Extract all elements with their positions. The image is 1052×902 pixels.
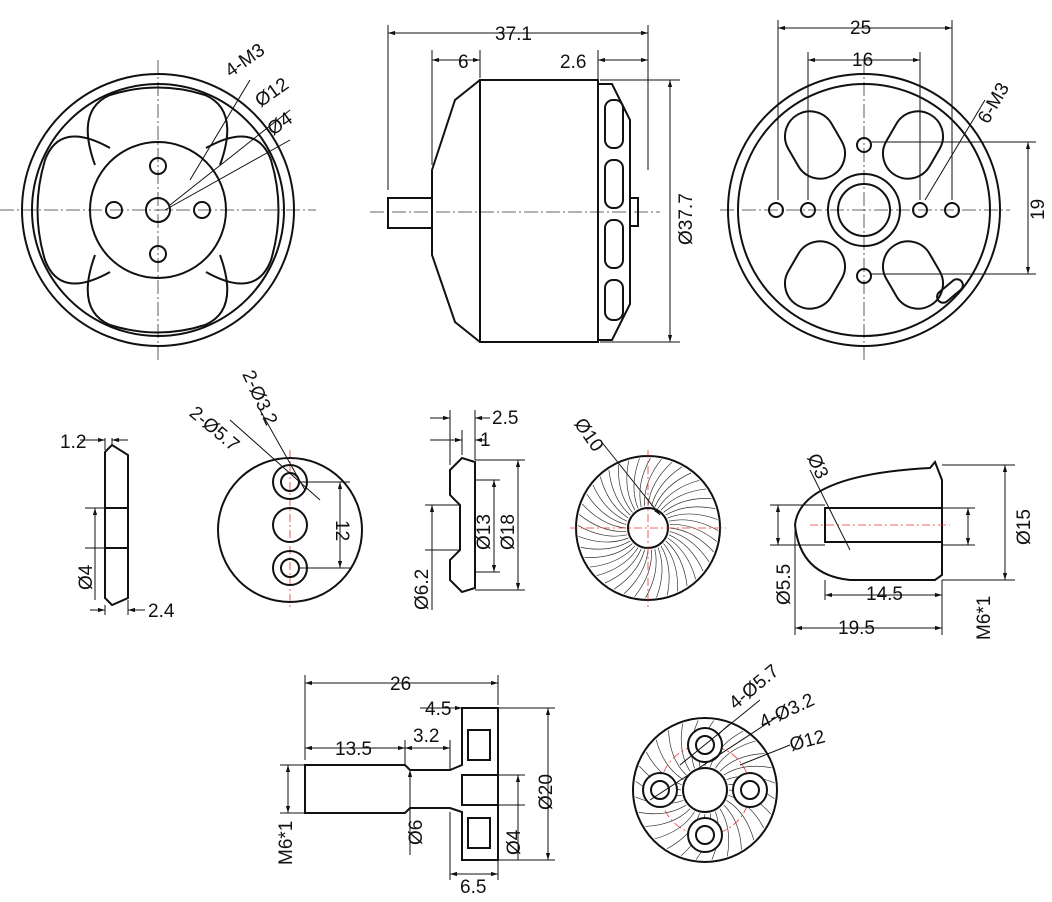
label-26: 26 (390, 674, 411, 695)
label-2-d3-2: 2-Ø3.2 (237, 367, 281, 429)
label-4-5: 4.5 (425, 699, 451, 720)
front-view: 4-M3 Ø12 Ø4 (0, 40, 316, 362)
knurl-line (584, 543, 633, 558)
knurl-line (719, 808, 730, 857)
knurl-line (668, 730, 687, 776)
label-d15: Ø15 (1014, 509, 1035, 545)
knurl-line (647, 461, 673, 507)
washer-section: 1.2 Ø4 2.4 (60, 432, 175, 622)
label-4-d3-2: 4-Ø3.2 (756, 690, 818, 734)
knurl-line (651, 466, 683, 507)
knurl-line (715, 740, 756, 769)
knurl-line (667, 513, 718, 520)
label-d5-5: Ø5.5 (774, 564, 795, 605)
knurl-line (723, 765, 772, 776)
label-2-d5-7: 2-Ø5.7 (185, 403, 243, 456)
label-19: 19 (1028, 199, 1049, 220)
label-d12-prop: Ø12 (787, 726, 827, 756)
knurl-line (726, 800, 755, 841)
collet-section: 2.5 1 Ø13 Ø18 Ø6.2 (412, 408, 525, 610)
knurl-line (604, 548, 642, 584)
label-d13: Ø13 (474, 514, 495, 550)
knurl-line (654, 472, 692, 508)
label-6: 6 (458, 52, 469, 73)
label-d3: Ø3 (802, 450, 832, 482)
knurl-line (668, 534, 704, 572)
knurl-line (613, 549, 645, 590)
knurl-line (663, 543, 678, 592)
knurl-line (669, 527, 715, 553)
knurl-line (578, 536, 629, 543)
knurl-line (618, 464, 633, 513)
knurl-line (608, 469, 631, 516)
knurl-line (645, 548, 657, 599)
label-d20: Ø20 (536, 774, 557, 810)
label-d4: Ø4 (264, 108, 297, 140)
label-3-2: 3.2 (413, 726, 439, 747)
label-d4-washer: Ø4 (76, 564, 97, 590)
knurl-line (657, 479, 700, 509)
knurl-line (586, 493, 627, 525)
knurl-line (669, 531, 710, 563)
label-16: 16 (852, 50, 873, 71)
knurl-line (654, 811, 695, 840)
knurl-line (663, 498, 712, 513)
disc-view: Ø10 (569, 414, 726, 610)
label-d6: Ø6 (406, 820, 427, 845)
label-2-5: 2.5 (492, 408, 518, 429)
knurl-line (656, 547, 663, 598)
plate-view: 2-Ø5.7 2-Ø3.2 12 (185, 367, 363, 610)
label-6-5: 6.5 (460, 877, 486, 898)
spinner-section: Ø3 Ø15 Ø5.5 14.5 19.5 M6*1 (770, 450, 1035, 640)
knurl-line (719, 753, 765, 772)
knurl-line (668, 519, 719, 531)
knurl-line (723, 804, 742, 850)
label-m6-thread-adapter: M6*1 (276, 821, 297, 865)
label-1-2: 1.2 (60, 432, 86, 453)
knurl-line (580, 540, 631, 550)
knurl-line (589, 545, 636, 568)
knurl-line (655, 739, 684, 780)
label-2-6: 2.6 (560, 52, 586, 73)
label-4-m3: 4-M3 (221, 40, 269, 82)
label-d37-7: Ø37.7 (676, 193, 697, 245)
rear-view: 25 16 6-M3 19 (720, 18, 1049, 362)
label-m6-thread-spinner: M6*1 (974, 596, 995, 640)
label-6-m3: 6-M3 (974, 79, 1014, 127)
knurl-line (665, 506, 716, 516)
label-d10: Ø10 (569, 414, 607, 455)
prop-adapter-view: 4-Ø5.7 4-Ø3.2 Ø12 (632, 661, 827, 863)
label-d6-2: Ø6.2 (412, 569, 433, 610)
label-25: 25 (850, 18, 871, 39)
label-d4-adapter: Ø4 (504, 829, 525, 855)
label-14-5: 14.5 (866, 584, 903, 605)
label-37-1: 37.1 (495, 24, 532, 45)
knurl-line (660, 545, 670, 596)
label-13-5: 13.5 (335, 739, 372, 760)
label-2-4: 2.4 (148, 601, 175, 622)
knurl-line (626, 460, 636, 511)
label-d12: Ø12 (251, 74, 292, 112)
knurl-line (581, 503, 627, 529)
knurl-line (599, 476, 629, 519)
knurl-line (592, 484, 628, 522)
knurl-line (638, 804, 687, 815)
knurl-line (667, 537, 697, 580)
knurl-line (623, 549, 649, 595)
knurl-line (665, 540, 688, 587)
knurl-line (645, 808, 691, 827)
knurl-line (596, 547, 639, 577)
knurl-line (680, 723, 691, 772)
knurl-line (660, 488, 707, 511)
label-d18: Ø18 (498, 514, 519, 550)
label-1: 1 (480, 430, 491, 451)
side-view: 37.1 6 2.6 Ø37.7 (370, 24, 697, 343)
label-19-5: 19.5 (838, 618, 875, 639)
knurl-line (633, 458, 640, 509)
label-12: 12 (331, 520, 352, 541)
shaft-adapter-section: 26 4.5 13.5 3.2 M6*1 Ø6 Ø4 Ø20 6.5 (276, 674, 557, 898)
